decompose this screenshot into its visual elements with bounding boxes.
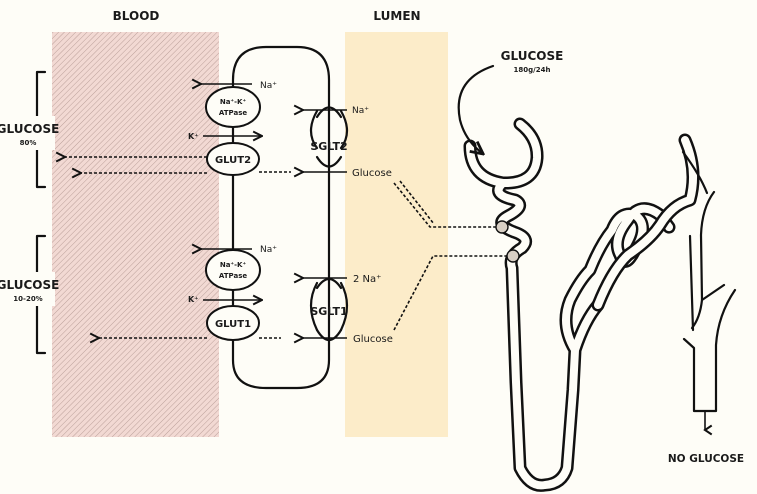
sglt2-na-label: Na⁺ bbox=[352, 106, 369, 116]
filtration-arrow bbox=[457, 64, 495, 153]
sglt2-group: SGLT2 Na⁺ Glucose bbox=[302, 106, 392, 179]
bracket-lower-percent: 10-20% bbox=[13, 295, 42, 303]
leader-line-upper bbox=[393, 182, 496, 228]
glut1-label: GLUT1 bbox=[215, 319, 251, 330]
blood-region bbox=[52, 32, 219, 437]
upper-atpase-label-2: ATPase bbox=[219, 109, 247, 117]
bracket-lower-label: GLUCOSE bbox=[0, 278, 59, 292]
upper-k-in-label: K⁺ bbox=[188, 132, 198, 141]
bracket-lower: GLUCOSE 10-20% bbox=[0, 234, 59, 355]
sglt1-site-marker bbox=[506, 249, 520, 263]
lower-pump-group: Na⁺ Na⁺-K⁺ ATPase K⁺ GLUT1 bbox=[188, 245, 277, 341]
sglt1-group: SGLT1 2 Na⁺ Glucose bbox=[302, 274, 393, 345]
blood-label: BLOOD bbox=[113, 9, 160, 23]
glut1-transporter bbox=[206, 305, 260, 341]
sglt2-label: SGLT2 bbox=[310, 140, 347, 153]
glut2-label: GLUT2 bbox=[215, 155, 251, 166]
lower-atpase-label-2: ATPase bbox=[219, 272, 247, 280]
upper-na-out-label: Na⁺ bbox=[260, 81, 277, 91]
upper-atpase-label-1: Na⁺-K⁺ bbox=[220, 98, 247, 106]
bracket-upper: GLUCOSE 80% bbox=[0, 70, 59, 189]
glut2-transporter bbox=[206, 142, 260, 176]
epithelial-cell-outline bbox=[231, 45, 331, 390]
bracket-upper-label: GLUCOSE bbox=[0, 122, 59, 136]
filtered-glucose-amount: 180g/24h bbox=[514, 66, 551, 74]
sglt2-site-marker bbox=[495, 220, 509, 234]
lower-na-out-label: Na⁺ bbox=[260, 245, 277, 255]
sglt1-label: SGLT1 bbox=[310, 305, 347, 318]
lumen-region bbox=[345, 32, 448, 437]
filtered-glucose-label: GLUCOSE bbox=[501, 49, 564, 63]
nephron bbox=[463, 117, 700, 492]
upper-na-k-atpase bbox=[205, 86, 261, 128]
lumen-label: LUMEN bbox=[373, 9, 420, 23]
leader-line-upper-b bbox=[399, 180, 435, 225]
bracket-upper-percent: 80% bbox=[20, 139, 37, 147]
upper-pump-group: Na⁺ Na⁺-K⁺ ATPase K⁺ GLUT2 bbox=[188, 81, 277, 176]
leader-line-lower bbox=[393, 255, 507, 331]
lower-na-k-atpase bbox=[205, 249, 261, 291]
sglt2-glucose-label: Glucose bbox=[352, 168, 392, 179]
collecting-duct bbox=[681, 150, 737, 436]
lower-atpase-label-1: Na⁺-K⁺ bbox=[220, 261, 247, 269]
lower-k-in-label: K⁺ bbox=[188, 295, 198, 304]
sglt1-glucose-label: Glucose bbox=[353, 334, 393, 345]
sglt1-na-label: 2 Na⁺ bbox=[353, 274, 381, 285]
no-glucose-label: NO GLUCOSE bbox=[668, 453, 744, 465]
